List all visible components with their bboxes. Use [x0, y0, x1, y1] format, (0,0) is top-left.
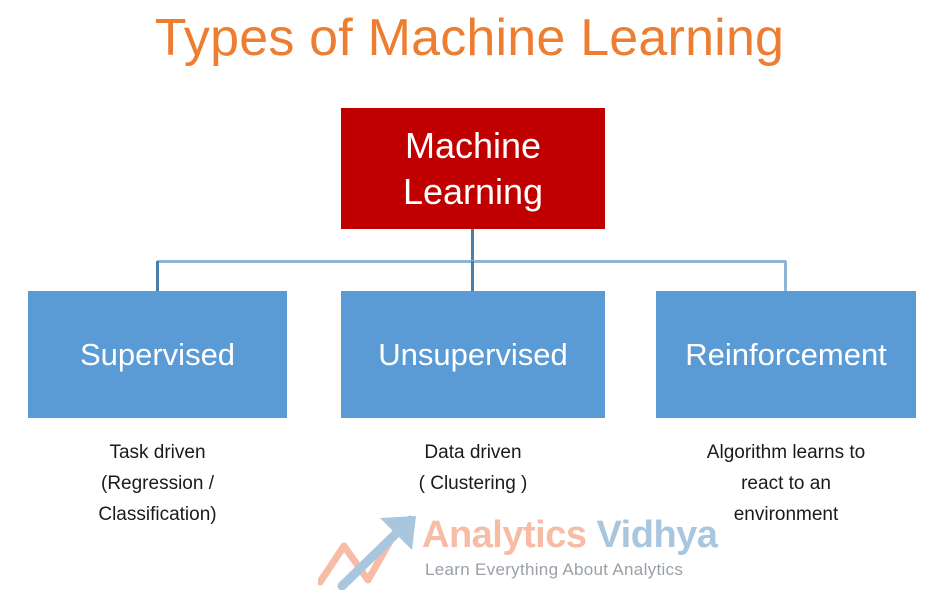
watermark-brand: Analytics Vidhya — [422, 514, 718, 557]
growth-arrow-icon — [318, 515, 416, 590]
caption-reinforcement: Algorithm learns to react to an environm… — [706, 442, 866, 525]
node-machine-learning[interactable]: Machine Learning — [341, 108, 605, 229]
caption-unsupervised: Data driven ( Clustering ) — [418, 442, 528, 494]
node-supervised[interactable]: Supervised — [28, 291, 287, 418]
node-unsupervised-label: Unsupervised — [378, 336, 568, 372]
node-unsupervised[interactable]: Unsupervised — [341, 291, 605, 418]
node-machine-learning-label: Machine Learning — [402, 124, 544, 212]
node-reinforcement[interactable]: Reinforcement — [656, 291, 916, 418]
watermark-tagline: Learn Everything About Analytics — [425, 560, 684, 579]
watermark-brand-vidhya: Vidhya — [586, 514, 718, 556]
caption-supervised: Task driven (Regression / Classification… — [98, 442, 217, 525]
watermark-brand-analytics: Analytics — [422, 514, 587, 556]
page-title: Types of Machine Learning — [154, 9, 785, 67]
node-supervised-label: Supervised — [79, 336, 236, 372]
watermark-logo: Analytics Vidhya Learn Everything About … — [318, 510, 718, 595]
node-reinforcement-label: Reinforcement — [685, 336, 887, 372]
